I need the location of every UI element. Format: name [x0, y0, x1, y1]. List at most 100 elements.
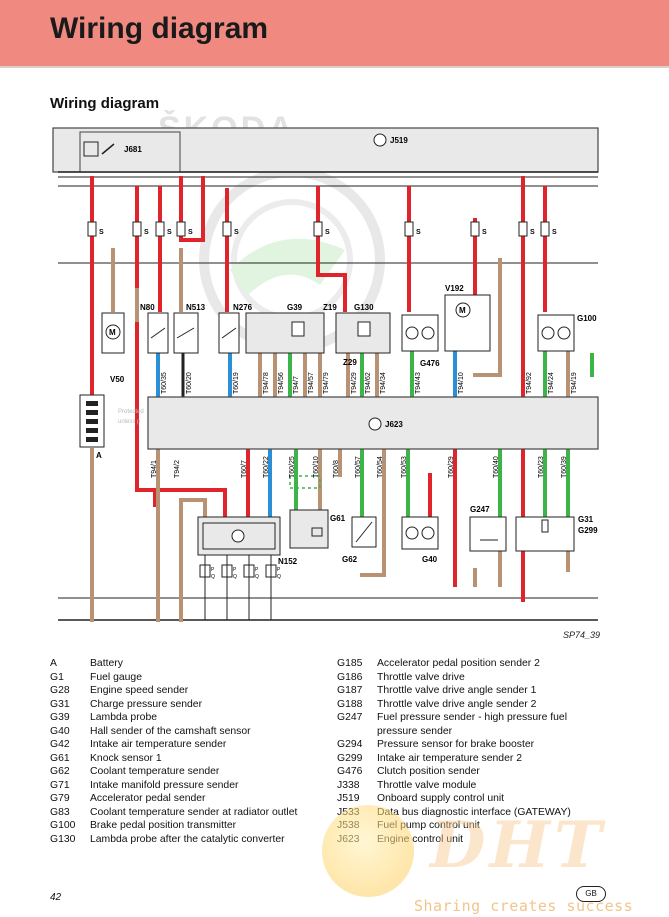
j623-logo-icon — [368, 417, 382, 431]
legend-description: Engine control unit — [377, 833, 464, 845]
pin-label: T94/34 — [380, 372, 387, 394]
g100-sensor: G100 — [537, 314, 597, 352]
page-title: Wiring diagram — [50, 12, 269, 45]
g130-sensor: G130 Z29 — [335, 303, 391, 367]
legend-description: Accelerator pedal position sender 2 — [377, 658, 540, 669]
top-pin-labels: T60/35 T60/20 T60/19 T94/78 T94/56 T94/7 T94/5… — [161, 372, 578, 394]
g247-label: G247 — [470, 505, 490, 514]
legend-code: G247 — [337, 712, 363, 723]
battery: A — [79, 394, 105, 460]
ignition-pin-label: Q — [277, 574, 281, 580]
v192-label: V192 — [445, 284, 464, 293]
pin-label: T60/39 — [561, 456, 568, 478]
pin-label: T94/1 — [151, 460, 158, 478]
z19-label: Z19 — [323, 303, 337, 312]
n152-label: N152 — [278, 557, 298, 566]
legend-description: Throttle valve module — [377, 779, 477, 791]
legend-code: G188 — [337, 698, 363, 710]
pin-label: T60/10 — [313, 456, 320, 478]
fuse: S — [313, 221, 330, 237]
legend-description: Brake pedal position transmitter — [90, 820, 237, 831]
wire-dashed-g61 — [289, 475, 321, 489]
legend-description: Clutch position sender — [377, 766, 480, 777]
watermark-logo-text: DHT — [430, 808, 606, 883]
n80-valve: N80 — [140, 303, 169, 354]
svg-text:S: S — [99, 229, 104, 236]
svg-text:S: S — [530, 229, 535, 236]
ignition-pin-label: Q — [255, 574, 259, 580]
legend-description: Charge pressure sender — [90, 698, 203, 710]
legend-description: Intake air temperature sender 2 — [377, 752, 522, 764]
header-banner: Wiring diagram — [0, 0, 669, 68]
language-badge: GB — [576, 886, 606, 902]
legend-description: Throttle valve drive angle sender 1 — [377, 685, 537, 696]
j519-logo-icon — [373, 133, 387, 147]
legend-description: Fuel pressure sender - high pressure fue… — [377, 712, 568, 737]
pin-label: T60/29 — [448, 456, 455, 478]
pin-label: T60/35 — [161, 372, 168, 394]
pin-label: T94/7 — [293, 376, 300, 394]
pin-label: T94/19 — [571, 372, 578, 394]
legend-code: G299 — [337, 752, 363, 764]
g247-fuel-pressure-sender: G247 — [469, 505, 507, 552]
legend-row: G299 Intake air temperature sender 2 — [337, 752, 602, 766]
fuse: S — [404, 221, 421, 237]
j681-label: J681 — [124, 145, 142, 154]
legend-description: Knock sensor 1 — [90, 752, 162, 764]
legend-code: G79 — [50, 793, 70, 804]
n276-label: N276 — [233, 303, 253, 312]
legend-code: G62 — [50, 766, 70, 777]
z29-label: Z29 — [343, 358, 357, 367]
fuse: S — [470, 221, 487, 237]
legend-row: G294 Pressure sensor for brake booster — [337, 738, 602, 752]
legend-code: G71 — [50, 779, 70, 791]
pin-label: T94/2 — [174, 460, 181, 478]
fuse: S — [518, 221, 535, 237]
legend-description: Fuel pump control unit — [377, 820, 480, 831]
g40-hall-sender: G40 — [401, 516, 439, 564]
pin-label: T94/78 — [263, 372, 270, 394]
g299-label: G299 — [578, 526, 598, 535]
pin-label: T60/19 — [233, 372, 240, 394]
legend-description: Pressure sensor for brake booster — [377, 739, 535, 750]
legend-description: Throttle valve drive angle sender 2 — [377, 698, 537, 710]
section-title: Wiring diagram — [50, 95, 160, 112]
g31-label: G31 — [578, 515, 594, 524]
pin-label: T94/43 — [415, 372, 422, 394]
j623-label: J623 — [385, 420, 403, 429]
ignition-pin-label: P — [255, 567, 259, 573]
fuse: S — [540, 221, 557, 237]
pin-label: T60/53 — [401, 456, 408, 478]
svg-text:S: S — [552, 229, 557, 236]
legend-code: G40 — [50, 725, 70, 737]
pin-label: T94/57 — [308, 372, 315, 394]
pin-label: T94/62 — [365, 372, 372, 394]
v192-pump: M V192 — [444, 284, 491, 352]
legend-description: Lambda probe — [90, 712, 158, 723]
legend-row: G62 Coolant temperature sender — [50, 765, 335, 779]
pin-label: T94/56 — [278, 372, 285, 394]
wire-brown-v192 — [473, 258, 502, 377]
pin-label: T60/20 — [186, 372, 193, 394]
g39-label: G39 — [287, 303, 303, 312]
pin-label: T60/25 — [289, 456, 296, 478]
legend-description: Engine speed sender — [90, 685, 189, 696]
legend-description: Coolant temperature sender — [90, 766, 220, 777]
svg-text:M: M — [459, 306, 466, 315]
legend-code: G294 — [337, 739, 363, 750]
pin-label: T60/23 — [538, 456, 545, 478]
